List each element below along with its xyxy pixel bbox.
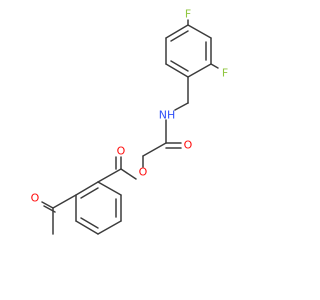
bond bbox=[120, 168, 137, 180]
bonds bbox=[41, 19, 219, 235]
bond bbox=[187, 63, 212, 78]
bond bbox=[80, 187, 99, 199]
atom-label-carbonyl-oxygen: O bbox=[117, 145, 126, 158]
bond bbox=[142, 142, 167, 157]
atom-label-amide-nitrogen: NH bbox=[159, 109, 176, 122]
bond bbox=[75, 220, 99, 235]
bond bbox=[52, 194, 77, 209]
bond bbox=[210, 63, 219, 69]
bond bbox=[170, 60, 189, 72]
bond bbox=[97, 168, 122, 183]
bond bbox=[75, 181, 99, 196]
molecule-structure-diagram: F F NH O O O O bbox=[30, 7, 229, 235]
atom-label-fluorine-top: F bbox=[185, 8, 191, 21]
atom-label-acetyl-oxygen: O bbox=[31, 192, 40, 205]
atom-label-ester-oxygen: O bbox=[139, 166, 148, 179]
bond bbox=[170, 30, 189, 42]
bond bbox=[97, 220, 122, 235]
atom-label-amide-oxygen: O bbox=[184, 139, 193, 152]
bond bbox=[80, 217, 99, 229]
bond bbox=[174, 102, 189, 111]
atom-label-fluorine-ring: F bbox=[222, 67, 228, 80]
bond bbox=[97, 181, 122, 196]
bond bbox=[187, 24, 212, 39]
bond bbox=[165, 24, 189, 39]
atom-labels: F F NH O O O O bbox=[31, 8, 229, 205]
bond bbox=[41, 201, 54, 209]
bond bbox=[165, 63, 189, 78]
